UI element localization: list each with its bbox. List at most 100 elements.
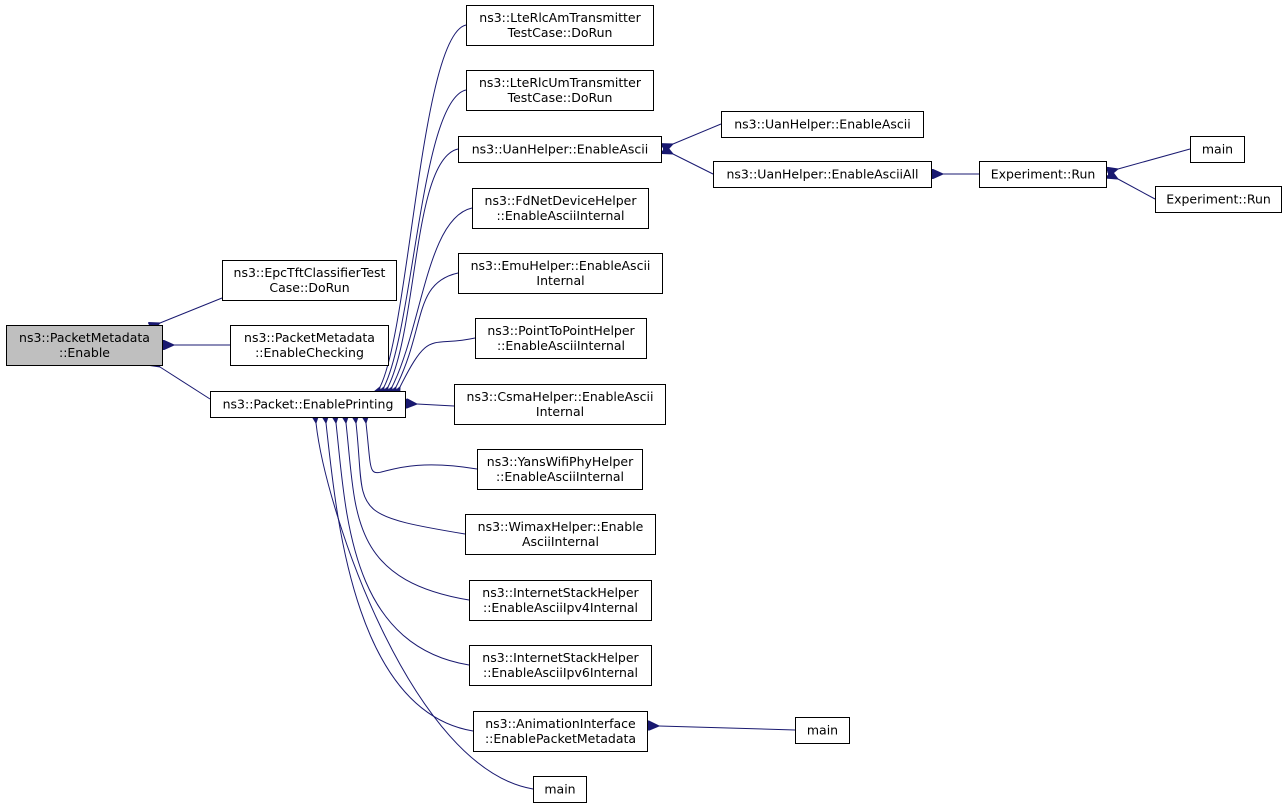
node-label: ns3::YansWifiPhyHelper [487, 454, 634, 469]
node-label: ns3::InternetStackHelper [482, 650, 639, 665]
edge-fdnet-internal-to-packet-enableprinting [392, 207, 473, 387]
node-box [979, 161, 1107, 188]
node-label: ns3::LteRlcUmTransmitter [479, 75, 642, 90]
node-anim-enablepm[interactable]: ns3::AnimationInterface::EnablePacketMet… [473, 711, 648, 752]
node-label: ns3::WimaxHelper::Enable [478, 519, 644, 534]
node-experiment-run2[interactable]: Experiment::Run [1155, 186, 1282, 213]
node-label: main [1202, 142, 1233, 157]
node-packetmetadata-enable[interactable]: ns3::PacketMetadata::Enable [6, 325, 163, 366]
node-label: Internal [536, 273, 584, 288]
node-box [458, 253, 663, 294]
node-label: ::EnableChecking [255, 345, 364, 360]
edge-main-right-to-experiment-run [1118, 148, 1191, 169]
node-box [533, 776, 587, 803]
node-box [469, 580, 652, 621]
node-label: Experiment::Run [1166, 192, 1271, 207]
edge-anim-enablepm-to-packet-enableprinting [326, 423, 474, 732]
edges-layer [160, 24, 1191, 790]
node-box [477, 449, 643, 490]
edge-isv4-internal-to-packet-enableprinting [346, 423, 470, 601]
node-emu-internal[interactable]: ns3::EmuHelper::EnableAsciiInternal [458, 253, 663, 294]
node-label: TestCase::DoRun [507, 25, 613, 40]
edge-lterlcum-dorun-to-packet-enableprinting [384, 89, 467, 387]
node-label: ns3::AnimationInterface [485, 716, 636, 731]
node-label: main [544, 782, 575, 797]
node-label: ns3::UanHelper::EnableAscii [734, 117, 911, 132]
edge-yans-internal-to-packet-enableprinting [366, 423, 478, 474]
node-box [472, 188, 649, 229]
node-label: ns3::PacketMetadata [244, 330, 375, 345]
node-label: ns3::PacketMetadata [19, 330, 150, 345]
node-box [1155, 186, 1282, 213]
node-label: ns3::EpcTftClassifierTest [234, 265, 386, 280]
node-label: ::EnableAsciiInternal [496, 469, 624, 484]
node-label: ns3::FdNetDeviceHelper [485, 193, 638, 208]
node-packet-enableprinting[interactable]: ns3::Packet::EnablePrinting [210, 391, 406, 418]
edge-emu-internal-to-packet-enableprinting [396, 272, 459, 387]
node-box [466, 5, 654, 46]
node-box [721, 111, 924, 138]
node-label: ::Enable [59, 345, 110, 360]
node-box [469, 645, 652, 686]
node-p2p-internal[interactable]: ns3::PointToPointHelper::EnableAsciiInte… [475, 318, 647, 359]
node-uan-enableasciiall[interactable]: ns3::UanHelper::EnableAsciiAll [713, 161, 932, 188]
edge-isv6-internal-to-packet-enableprinting [336, 423, 470, 666]
node-box [465, 514, 656, 555]
node-box [230, 325, 389, 366]
node-label: Internal [536, 404, 584, 419]
nodes-layer: ns3::PacketMetadata::Enable ns3::EpcTftCl… [6, 5, 1282, 803]
node-pm-enablechecking[interactable]: ns3::PacketMetadata::EnableChecking [230, 325, 389, 366]
node-main-anim[interactable]: main [795, 717, 850, 744]
node-uan-enableascii[interactable]: ns3::UanHelper::EnableAscii [458, 136, 662, 163]
node-box [454, 384, 666, 425]
node-isv6-internal[interactable]: ns3::InternetStackHelper::EnableAsciiIpv… [469, 645, 652, 686]
node-label: ns3::InternetStackHelper [482, 585, 639, 600]
node-label: ns3::CsmaHelper::EnableAscii [467, 389, 654, 404]
node-label: ns3::EmuHelper::EnableAscii [471, 258, 651, 273]
node-label: AsciiInternal [522, 534, 599, 549]
node-box [713, 161, 932, 188]
node-box [475, 318, 647, 359]
edge-uan-enableasciiall-to-uan-enableascii [673, 154, 714, 175]
node-yans-internal[interactable]: ns3::YansWifiPhyHelper::EnableAsciiInter… [477, 449, 643, 490]
node-label: ::EnableAsciiIpv6Internal [483, 665, 638, 680]
edge-main-anim-to-anim-enablepm [659, 726, 796, 730]
node-csma-internal[interactable]: ns3::CsmaHelper::EnableAsciiInternal [454, 384, 666, 425]
node-experiment-run[interactable]: Experiment::Run [979, 161, 1107, 188]
node-box [1190, 136, 1245, 163]
node-label: main [807, 723, 838, 738]
node-fdnet-internal[interactable]: ns3::FdNetDeviceHelper::EnableAsciiInter… [472, 188, 649, 229]
node-label: ns3::Packet::EnablePrinting [223, 397, 394, 412]
node-main-bottom[interactable]: main [533, 776, 587, 803]
edge-wimax-internal-to-packet-enableprinting [356, 423, 466, 535]
node-wimax-internal[interactable]: ns3::WimaxHelper::EnableAsciiInternal [465, 514, 656, 555]
node-box [466, 70, 654, 111]
node-label: ::EnableAsciiInternal [496, 208, 624, 223]
node-isv4-internal[interactable]: ns3::InternetStackHelper::EnableAsciiIpv… [469, 580, 652, 621]
node-box [6, 325, 163, 366]
node-uan-enableascii2[interactable]: ns3::UanHelper::EnableAscii [721, 111, 924, 138]
edge-packet-enableprinting-to-packetmetadata-enable [160, 367, 211, 400]
node-label: ::EnableAsciiInternal [497, 338, 625, 353]
node-main-right[interactable]: main [1190, 136, 1245, 163]
node-label: ns3::LteRlcAmTransmitter [479, 10, 641, 25]
edge-main-bottom-to-packet-enableprinting [316, 423, 534, 790]
node-label: ns3::UanHelper::EnableAsciiAll [726, 167, 918, 182]
edge-lterlcam-dorun-to-packet-enableprinting [380, 24, 467, 387]
node-label: ::EnableAsciiIpv4Internal [483, 600, 638, 615]
node-box [473, 711, 648, 752]
edge-p2p-internal-to-packet-enableprinting [400, 337, 476, 387]
node-label: Experiment::Run [991, 167, 1096, 182]
edge-epctft-dorun-to-packetmetadata-enable [160, 297, 223, 323]
node-box [210, 391, 406, 418]
node-label: ns3::UanHelper::EnableAscii [472, 142, 649, 157]
node-label: ::EnablePacketMetadata [485, 731, 636, 746]
edge-experiment-run2-to-experiment-run [1118, 179, 1156, 200]
edge-csma-internal-to-packet-enableprinting [417, 404, 455, 406]
edge-uan-enableascii-to-packet-enableprinting [388, 148, 459, 387]
node-label: ns3::PointToPointHelper [487, 323, 635, 338]
